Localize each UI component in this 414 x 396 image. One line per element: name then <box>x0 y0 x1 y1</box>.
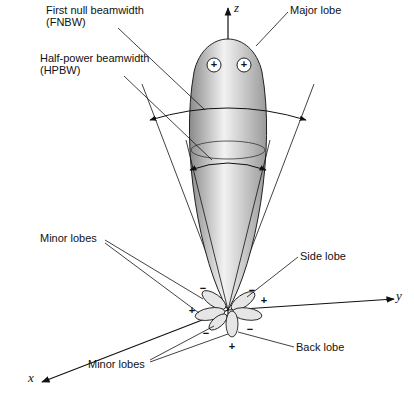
fnbw-arc <box>150 108 306 120</box>
axis-label: x <box>28 372 34 384</box>
x-axis <box>42 310 228 382</box>
sign-label: − <box>246 284 258 296</box>
sign-label: − <box>244 323 256 335</box>
sign-label: + <box>258 294 270 306</box>
y-axis <box>228 299 394 310</box>
sign-circle <box>237 58 251 72</box>
sign-label: − <box>197 282 209 294</box>
sign-label: + <box>186 304 198 316</box>
callout-label: Minor lobes <box>40 232 97 244</box>
axis-label: y <box>396 290 402 302</box>
callout-label: Half-power beamwidth (HPBW) <box>40 52 164 76</box>
callout-label: Side lobe <box>300 250 346 262</box>
callout-label: First null beamwidth (FNBW) <box>46 4 158 28</box>
major-lobe <box>189 39 266 310</box>
sign-label: + <box>208 58 220 70</box>
callout-label: Back lobe <box>296 341 344 353</box>
axis-label: z <box>234 2 239 14</box>
hpbw-arc <box>190 163 266 170</box>
sign-circle <box>207 58 221 72</box>
sign-label: + <box>226 340 238 352</box>
sign-label: − <box>200 327 212 339</box>
callout-label: Major lobe <box>290 4 341 16</box>
callout-label: Minor lobes <box>88 358 145 370</box>
sign-label: + <box>238 58 250 70</box>
leader-lines <box>105 12 298 362</box>
